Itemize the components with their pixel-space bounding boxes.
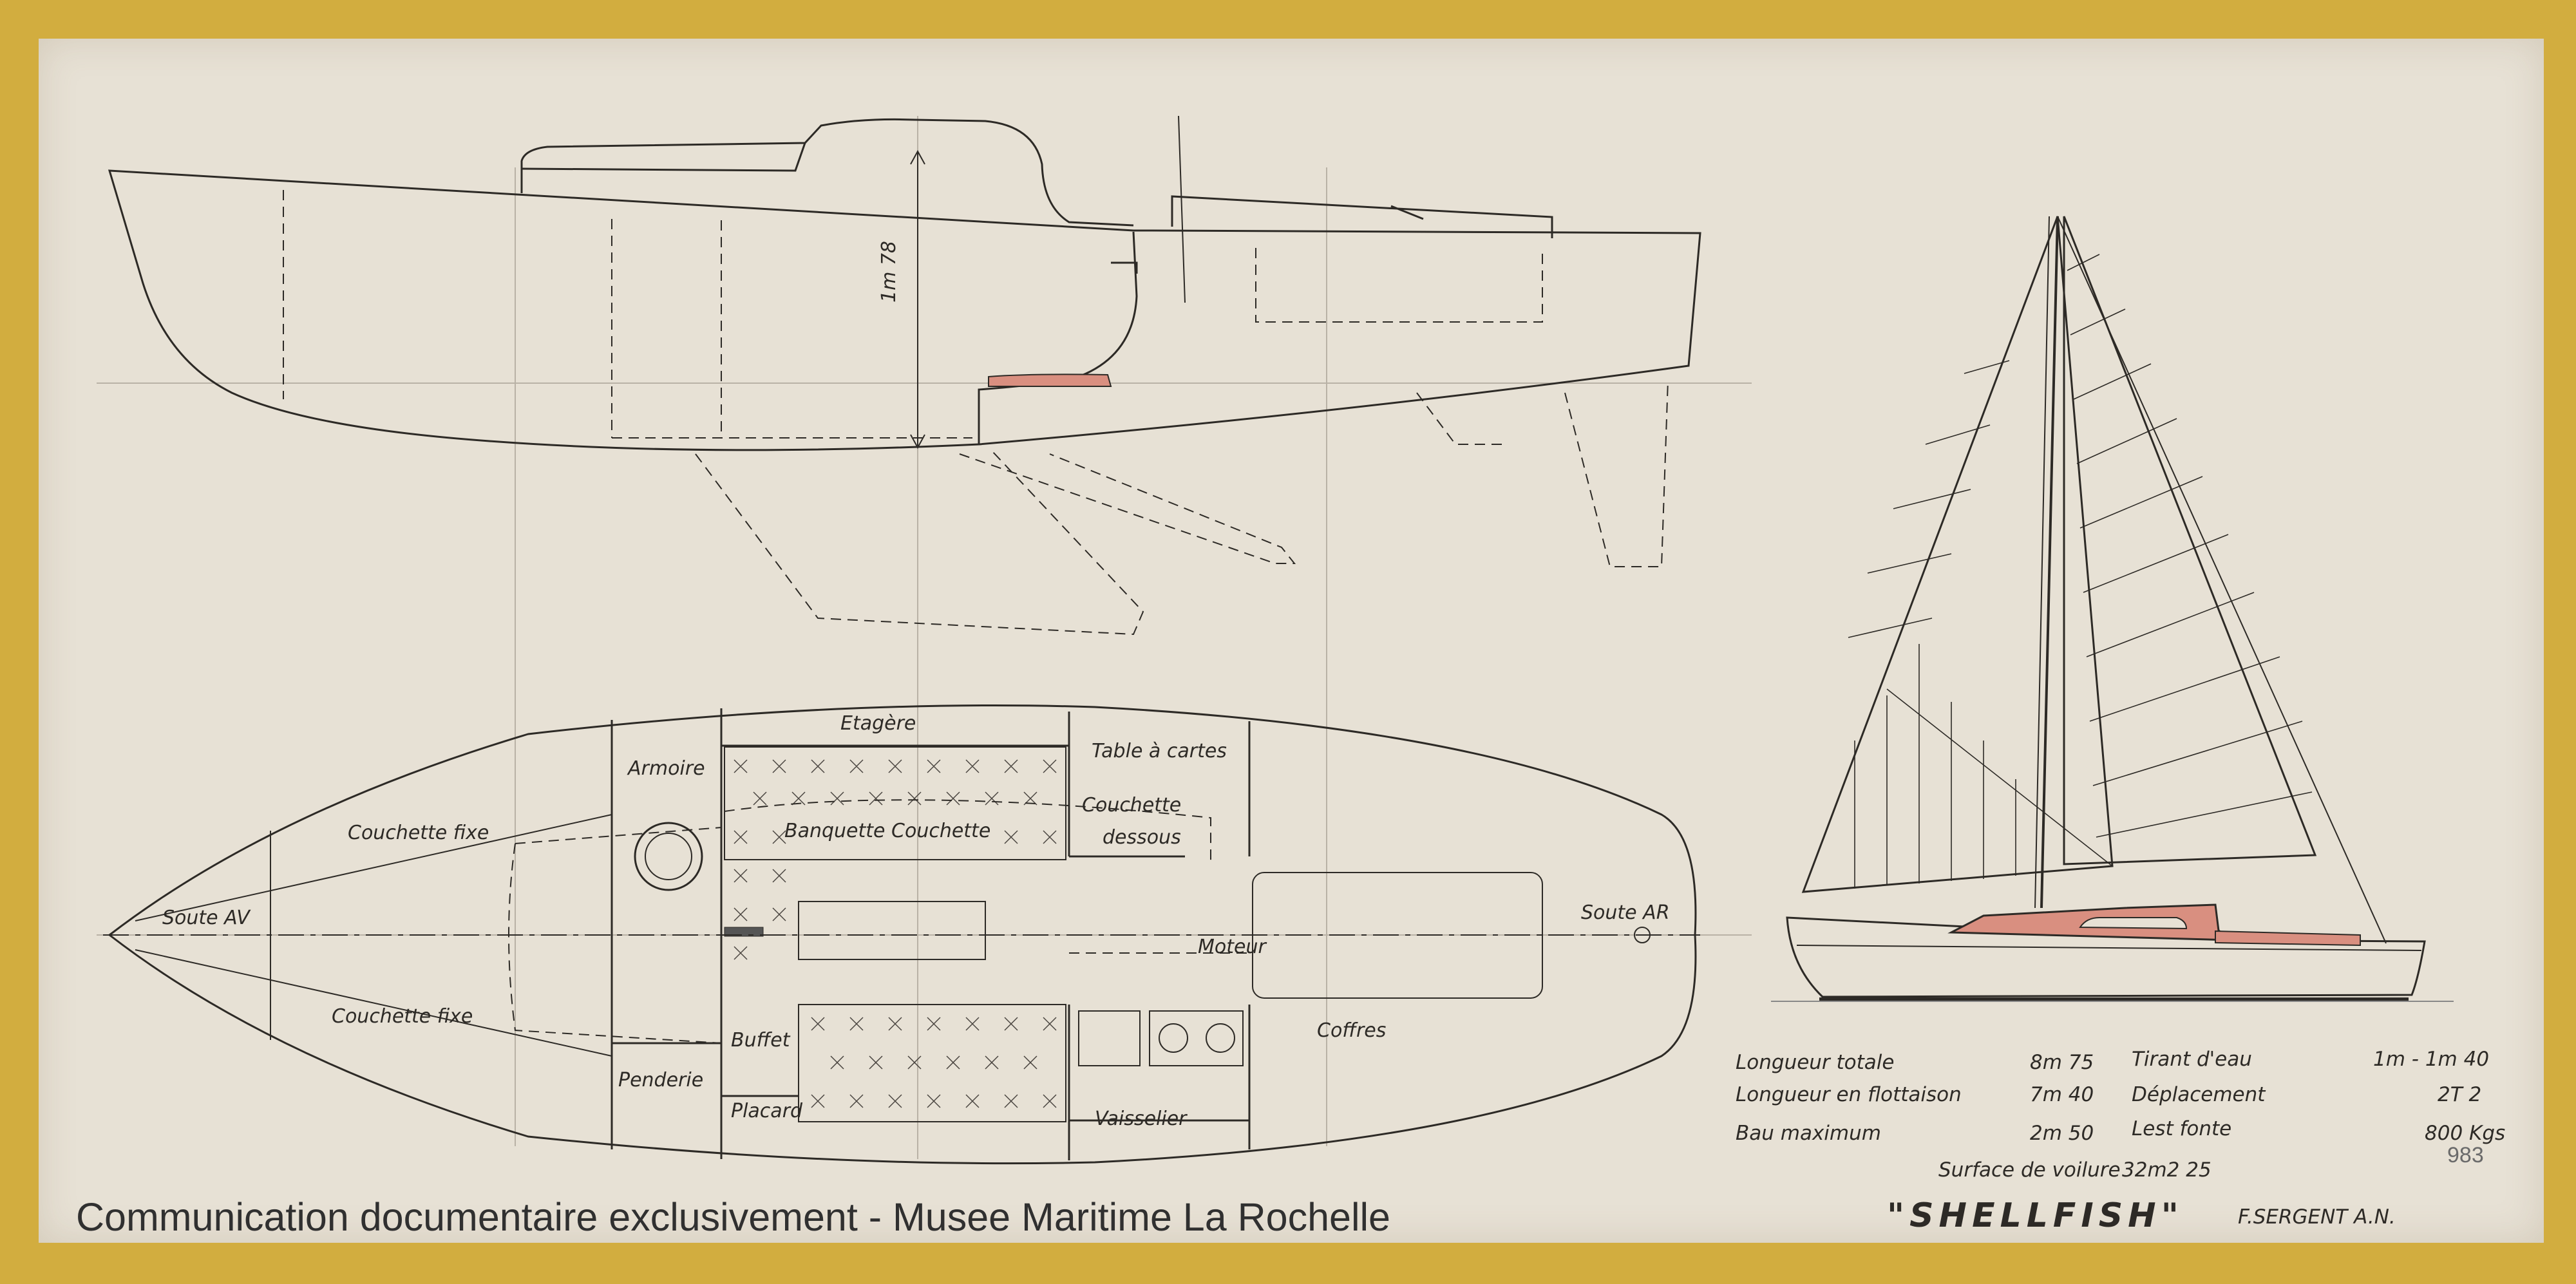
- construction-lines: [97, 116, 1752, 1159]
- plan-view: [103, 704, 1700, 1165]
- drawing-paper: 1m 78: [39, 39, 2544, 1243]
- profile-view: 1m 78: [108, 115, 1701, 636]
- spec-name: Lest fonte: [2132, 1117, 2231, 1140]
- spec-name: Tirant d'eau: [2132, 1048, 2252, 1071]
- spec-name: Longueur totale: [1736, 1051, 1895, 1074]
- spec-name: Surface de voilure: [1938, 1158, 2121, 1182]
- spec-value: 2T 2: [2438, 1083, 2481, 1106]
- sail-plan: [1771, 216, 2454, 1002]
- label-soute-ar: Soute AR: [1581, 902, 1670, 924]
- boat-name-title: "SHELLFISH": [1887, 1196, 2184, 1235]
- label-couchette-fixe-bottom: Couchette fixe: [332, 1005, 473, 1028]
- label-table-a-cartes: Table à cartes: [1092, 740, 1227, 762]
- spec-name: Déplacement: [2132, 1083, 2266, 1106]
- label-armoire: Armoire: [627, 757, 705, 780]
- label-placard: Placard: [731, 1100, 803, 1122]
- label-vaisselier: Vaisselier: [1095, 1108, 1188, 1130]
- spec-value: 8m 75: [2030, 1051, 2094, 1074]
- label-penderie: Penderie: [618, 1069, 703, 1091]
- label-couchette-fixe-top: Couchette fixe: [348, 822, 489, 844]
- boat-plan-drawing: 1m 78: [97, 115, 2505, 1235]
- label-moteur: Moteur: [1198, 936, 1267, 958]
- spec-value: 7m 40: [2030, 1083, 2094, 1106]
- label-couchette: Couchette: [1082, 794, 1181, 817]
- spec-value: 32m2 25: [2122, 1158, 2211, 1182]
- spec-name: Longueur en flottaison: [1736, 1083, 1962, 1106]
- label-etagere: Etagère: [840, 712, 916, 735]
- spec-value: 800 Kgs: [2425, 1122, 2505, 1145]
- sheet-number: 983: [2447, 1143, 2484, 1167]
- spec-value: 1m - 1m 40: [2373, 1048, 2489, 1071]
- spec-name: Bau maximum: [1736, 1122, 1881, 1145]
- specifications-table: Longueur totale 8m 75 Longueur en flotta…: [1736, 1048, 2505, 1235]
- label-buffet: Buffet: [731, 1029, 791, 1052]
- label-dessous: dessous: [1103, 826, 1181, 849]
- designer-signature: F.SERGENT A.N.: [2238, 1205, 2396, 1229]
- watermark-text: Communication documentaire exclusivement…: [76, 1195, 1390, 1239]
- label-coffres: Coffres: [1317, 1019, 1386, 1042]
- plan-labels: Etagère Armoire Table à cartes Couchette…: [162, 712, 1670, 1130]
- label-banquette-couchette: Banquette Couchette: [784, 820, 990, 842]
- headroom-dimension: 1m 78: [878, 241, 900, 303]
- spec-value: 2m 50: [2030, 1122, 2094, 1145]
- label-soute-av: Soute AV: [162, 907, 251, 929]
